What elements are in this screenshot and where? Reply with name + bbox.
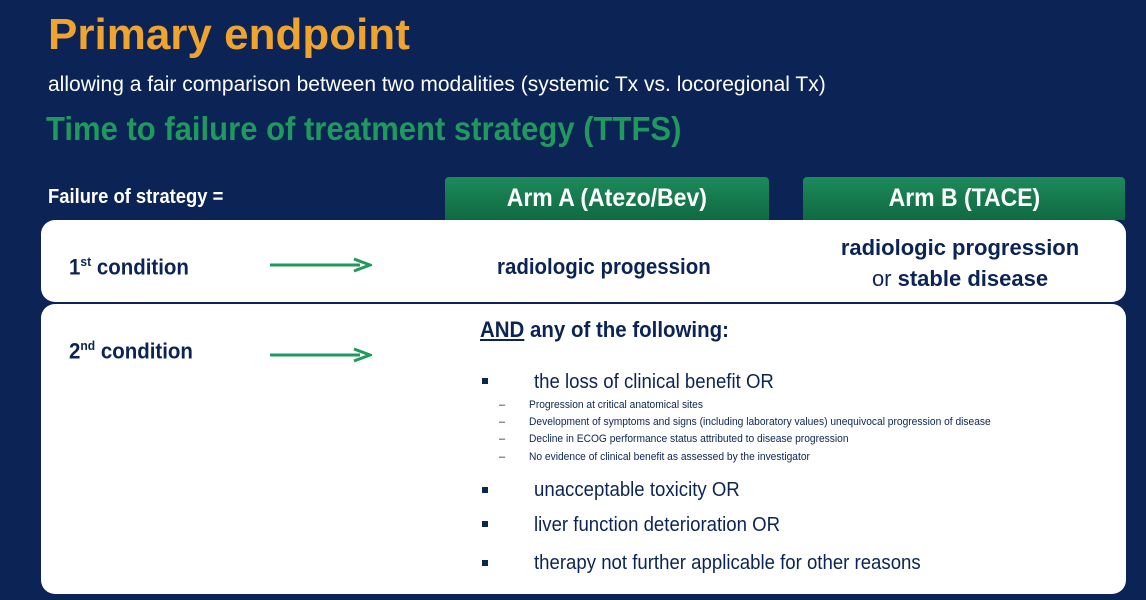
condition-2-label: 2nd condition [69,338,193,364]
page-subtitle: allowing a fair comparison between two m… [48,73,826,96]
arm-b-condition-1: radiologic progression or stable disease [840,235,1080,291]
sub-list-item: Progression at critical anatomical sites [529,399,703,411]
arm-b-header: Arm B (TACE) [803,177,1125,220]
arrow-right-icon [270,347,372,363]
bullet-icon [482,487,488,493]
sub-list-item: No evidence of clinical benefit as asses… [529,451,810,463]
list-item: unacceptable toxicity OR [534,479,740,501]
condition-1-panel [41,220,1126,302]
bullet-icon [482,378,488,384]
sub-list-item: Development of symptoms and signs (inclu… [529,416,991,428]
failure-label: Failure of strategy = [48,186,224,208]
endpoint-heading: Time to failure of treatment strategy (T… [46,110,682,147]
arm-a-header: Arm A (Atezo/Bev) [445,177,769,220]
list-item: liver function deterioration OR [534,514,781,536]
bullet-icon [482,560,488,566]
condition-1-label: 1st condition [69,254,189,280]
page-title: Primary endpoint [48,10,410,59]
sub-list-item: Decline in ECOG performance status attri… [529,433,849,445]
condition-2-panel [41,304,1126,594]
and-any-heading: AND any of the following: [480,317,729,342]
bullet-icon [482,521,488,527]
list-item: therapy not further applicable for other… [534,552,921,574]
dash-icon: – [499,399,506,411]
dash-icon: – [499,433,506,445]
arrow-right-icon [270,257,372,273]
dash-icon: – [499,416,506,428]
list-item: the loss of clinical benefit OR [534,371,774,393]
dash-icon: – [499,451,506,463]
arm-a-condition-1: radiologic progession [497,254,711,279]
